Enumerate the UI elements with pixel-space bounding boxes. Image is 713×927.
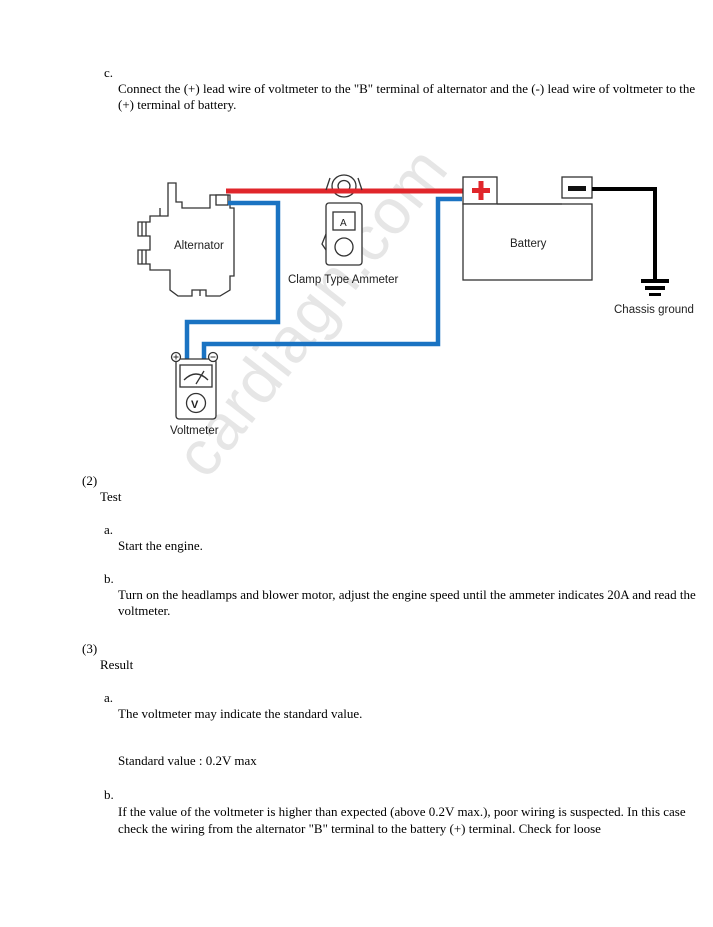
- section-2-item-a-text: Start the engine.: [118, 538, 203, 553]
- section-2-item-a-marker: a.: [104, 522, 114, 537]
- section-3-item-a-text: The voltmeter may indicate the standard …: [118, 706, 363, 721]
- voltmeter-needle: [195, 370, 205, 385]
- standard-value: Standard value : 0.2V max: [118, 753, 257, 768]
- voltmeter-plus-wire: [184, 200, 281, 360]
- voltmeter-scale: [183, 373, 209, 381]
- alternator-outline: [137, 182, 235, 297]
- ground-wire: [592, 187, 657, 279]
- clamp-ammeter: [321, 174, 363, 266]
- battery-case: [462, 203, 593, 281]
- section-3-item-b-marker: b.: [104, 787, 114, 802]
- section-2-item-b-marker: b.: [104, 571, 114, 586]
- alternator-fins: [141, 208, 201, 296]
- ammeter-dial: [334, 237, 354, 257]
- ammeter-symbol: A: [340, 218, 347, 229]
- ground-label: Chassis ground: [614, 304, 694, 316]
- battery-label: Battery: [510, 238, 547, 250]
- minus-icon: [568, 186, 586, 191]
- alternator-label: Alternator: [174, 240, 224, 252]
- ammeter-display: [332, 211, 356, 231]
- voltmeter-symbol: V: [191, 399, 199, 411]
- voltmeter-label: Voltmeter: [170, 425, 219, 437]
- section-3-number: (3): [82, 641, 98, 656]
- section-2-number: (2): [82, 473, 98, 488]
- voltmeter-minus-wire: [201, 196, 462, 360]
- plus-icon: [472, 181, 490, 200]
- section-2-item-b-text: Turn on the headlamps and blower motor, …: [118, 587, 696, 618]
- section-3-title: Result: [100, 657, 134, 672]
- voltmeter: [170, 351, 219, 420]
- step-c-text: Connect the (+) lead wire of voltmeter t…: [118, 81, 696, 112]
- voltmeter-dial: [185, 392, 207, 414]
- alternator: [137, 182, 235, 297]
- step-c-marker: c.: [104, 65, 114, 80]
- alternator-b-terminal: [215, 194, 229, 206]
- ammeter-label: Clamp Type Ammeter: [288, 274, 399, 286]
- section-2-title: Test: [100, 489, 122, 504]
- section-3-item-a-marker: a.: [104, 690, 114, 705]
- voltmeter-display: [179, 364, 213, 388]
- section-3-item-b-text: If the value of the voltmeter is higher …: [118, 804, 686, 836]
- ground-icon: [641, 279, 669, 296]
- wiring-diagram: Alternator A Clamp Type Ammeter: [137, 174, 694, 437]
